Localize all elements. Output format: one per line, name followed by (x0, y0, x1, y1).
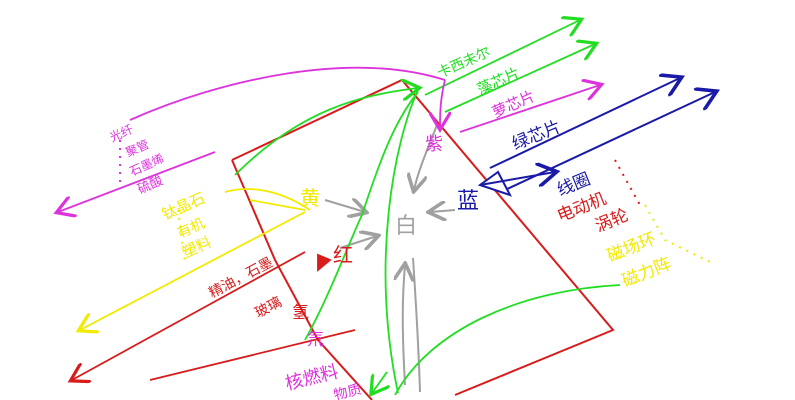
blue-light-label: 蓝 (457, 189, 479, 214)
red-box-left-edge (231, 159, 373, 400)
red-light-label: 红 (333, 243, 353, 267)
center-white-label: 白 (395, 214, 417, 239)
yellow-light-label: 黄 (300, 186, 320, 210)
purple-light-label: 紫 (425, 134, 443, 155)
red-left-item-5: 物质 (332, 382, 363, 400)
blue-item-top: 绿芯片 (509, 117, 564, 155)
green-lines (234, 20, 621, 395)
magenta-item-right: 萝芯片 (489, 87, 537, 122)
red-left-item-3: 氘 (307, 330, 324, 350)
magenta-left-item-3: 硫酸 (136, 173, 166, 197)
magenta-left-item-0: 光纤 (108, 122, 136, 145)
red-box-outline (231, 78, 615, 396)
magenta-lines (58, 66, 600, 212)
blue-lines (477, 78, 715, 197)
red-left-lines (72, 251, 356, 380)
dotted-connectors (119, 140, 711, 263)
yellow-lines (80, 188, 311, 330)
gray-arrows (324, 124, 456, 393)
red-left-item-1: 玻璃 (252, 293, 285, 321)
red-left-item-2: 氢 (292, 303, 309, 323)
red-left-item-0: 精油，石墨 (206, 255, 275, 302)
magenta-left-item-1: 聚管 (123, 136, 151, 159)
